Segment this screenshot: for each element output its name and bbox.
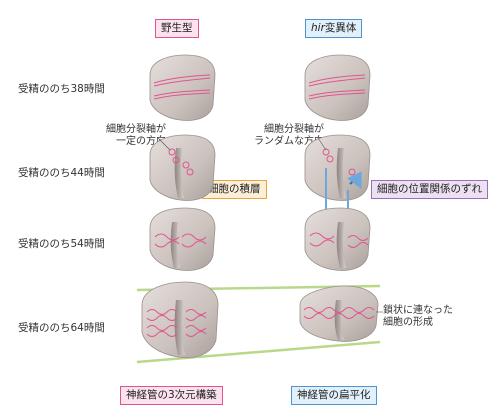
row-label-38h: 受精ののち38時間	[18, 83, 105, 95]
mut-38h-tissue	[304, 54, 371, 121]
wt-54h-tissue	[149, 207, 216, 271]
row-label-44h: 受精ののち44時間	[18, 167, 105, 179]
wild-type-header: 野生型	[155, 19, 199, 38]
left-axis-note-line1: 細胞分裂軸が	[106, 124, 166, 135]
cell-position-shift-label: 細胞の位置関係のずれ	[371, 180, 488, 199]
mut-54h-tissue	[304, 207, 371, 271]
right-axis-note-line2: ランダムな方向	[254, 136, 324, 147]
row-label-64h: 受精ののち64時間	[18, 322, 105, 334]
wt-44h-tissue	[149, 134, 216, 201]
mut-64h-tissue	[299, 285, 383, 342]
row-label-54h: 受精ののち54時間	[18, 238, 105, 250]
wt-64h-tissue	[141, 281, 219, 359]
neural-tube-3d-label: 神経管の3次元構築	[120, 386, 223, 405]
chain-note-line2: 細胞の形成	[383, 317, 433, 328]
mutant-header: hir変異体	[305, 19, 363, 38]
mutant-suffix: 変異体	[324, 22, 357, 34]
wt-38h-tissue	[149, 54, 216, 121]
chain-note-line1: 鎖状に連なった	[383, 305, 453, 316]
right-axis-note: 細胞分裂軸が ランダムな方向	[224, 124, 324, 148]
mut-44h-tissue	[304, 134, 371, 201]
guide-line-bottom	[136, 340, 381, 364]
neural-tube-flat-label: 神経管の扁平化	[291, 386, 377, 405]
mutant-gene-name: hir	[311, 22, 325, 34]
left-axis-note-line2: 一定の方向	[116, 136, 166, 147]
left-axis-note: 細胞分裂軸が 一定の方向	[66, 124, 166, 148]
chain-note: 鎖状に連なった 細胞の形成	[383, 305, 453, 329]
right-axis-note-line1: 細胞分裂軸が	[264, 124, 324, 135]
